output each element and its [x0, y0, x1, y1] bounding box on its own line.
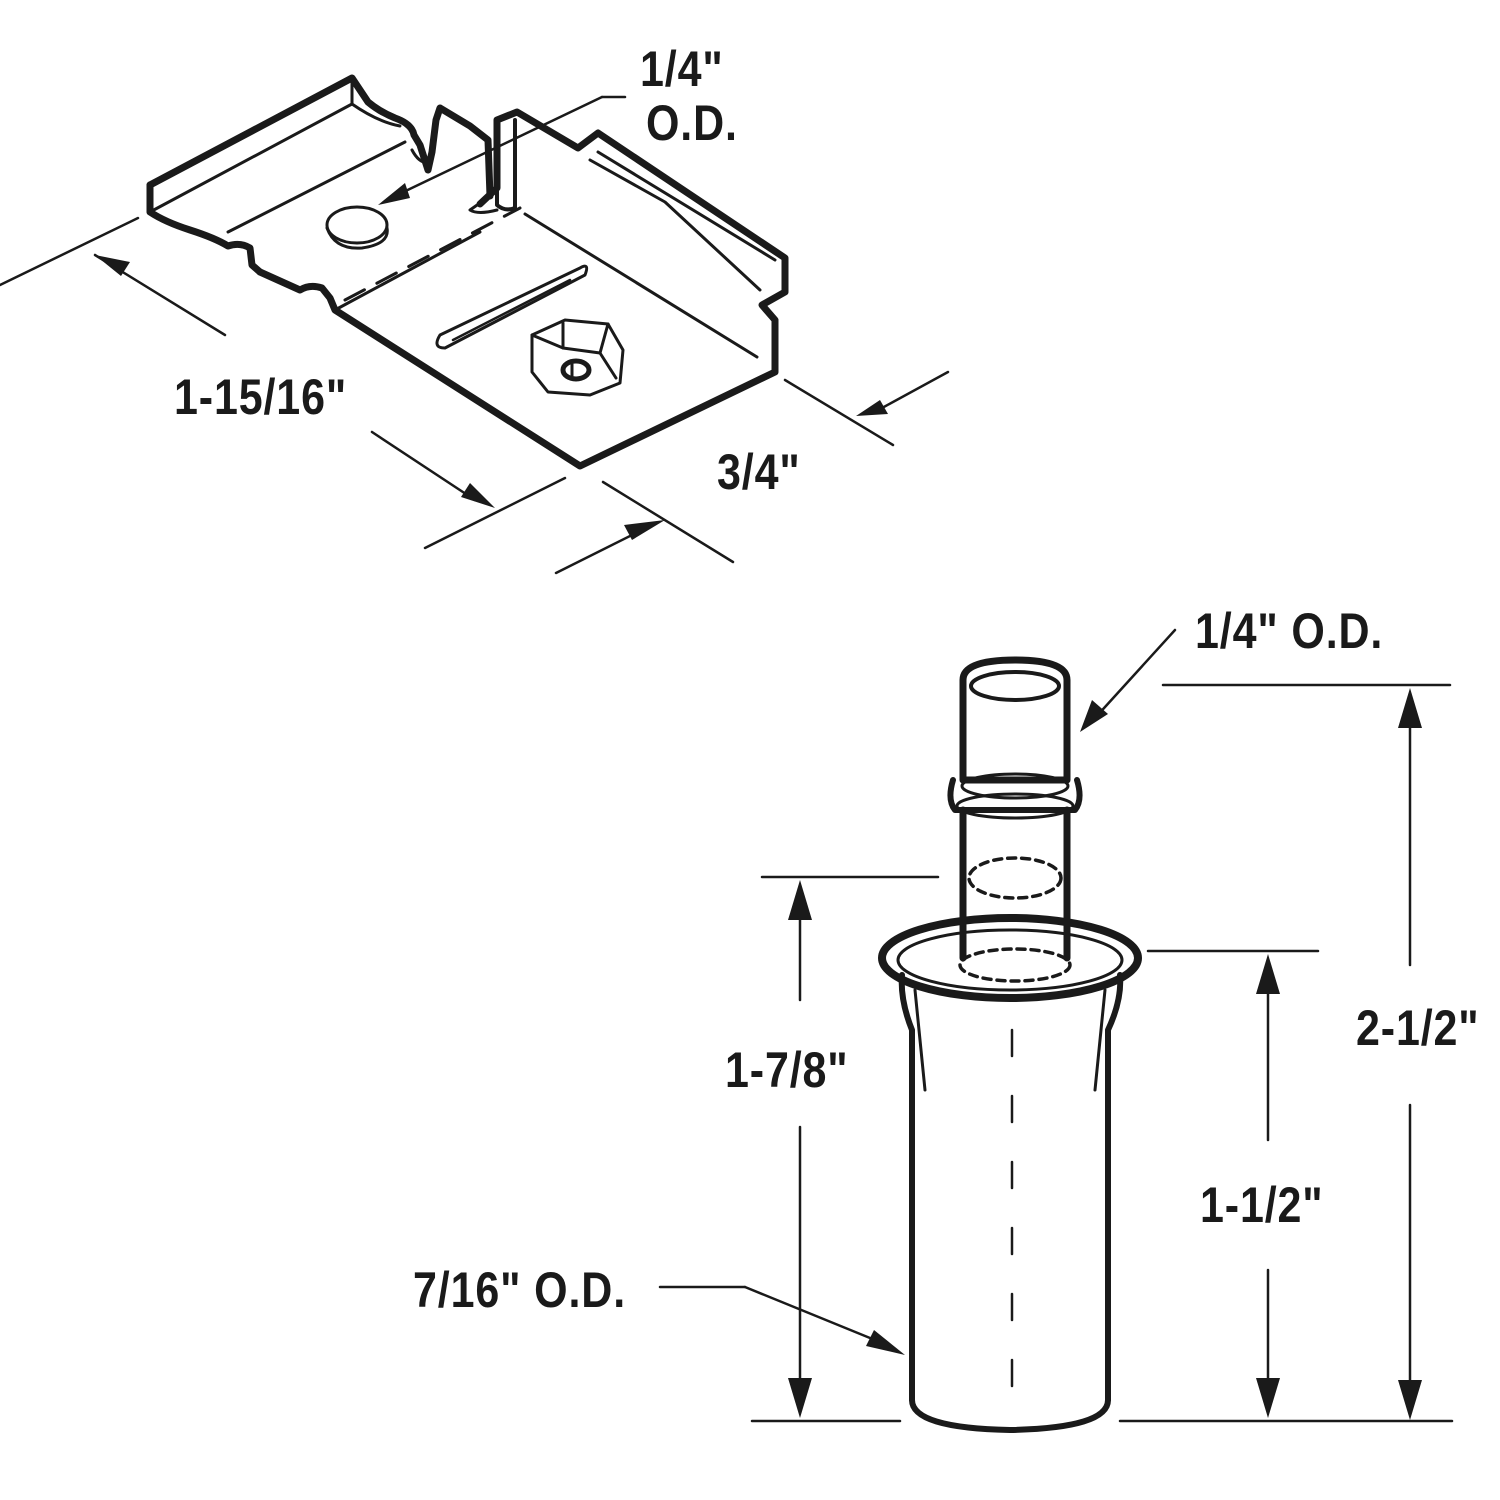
bracket-pin-od-label-line2: O.D. — [646, 95, 738, 151]
bracket-width-label: 3/4" — [717, 444, 801, 500]
bracket-length-label: 1-15/16" — [174, 369, 348, 425]
pin-sleeve-od-label: 7/16" O.D. — [413, 1262, 627, 1318]
bracket-dimension-lines — [0, 95, 950, 575]
mounting-bracket-drawing — [146, 74, 789, 470]
pin-sleeve-height-label: 1-1/2" — [1200, 1177, 1324, 1233]
bracket-pin-od-label-line1: 1/4" — [640, 41, 724, 97]
pin-overall-height-label: 2-1/2" — [1356, 1000, 1480, 1056]
bracket-arrowheads — [95, 183, 888, 540]
pin-arrowheads — [788, 688, 1422, 1420]
pin-body-height-label: 1-7/8" — [725, 1042, 849, 1098]
pin-dimension-lines — [658, 628, 1454, 1423]
pivot-pin-drawing — [878, 656, 1142, 1433]
pin-tip-od-label: 1/4" O.D. — [1195, 603, 1384, 659]
